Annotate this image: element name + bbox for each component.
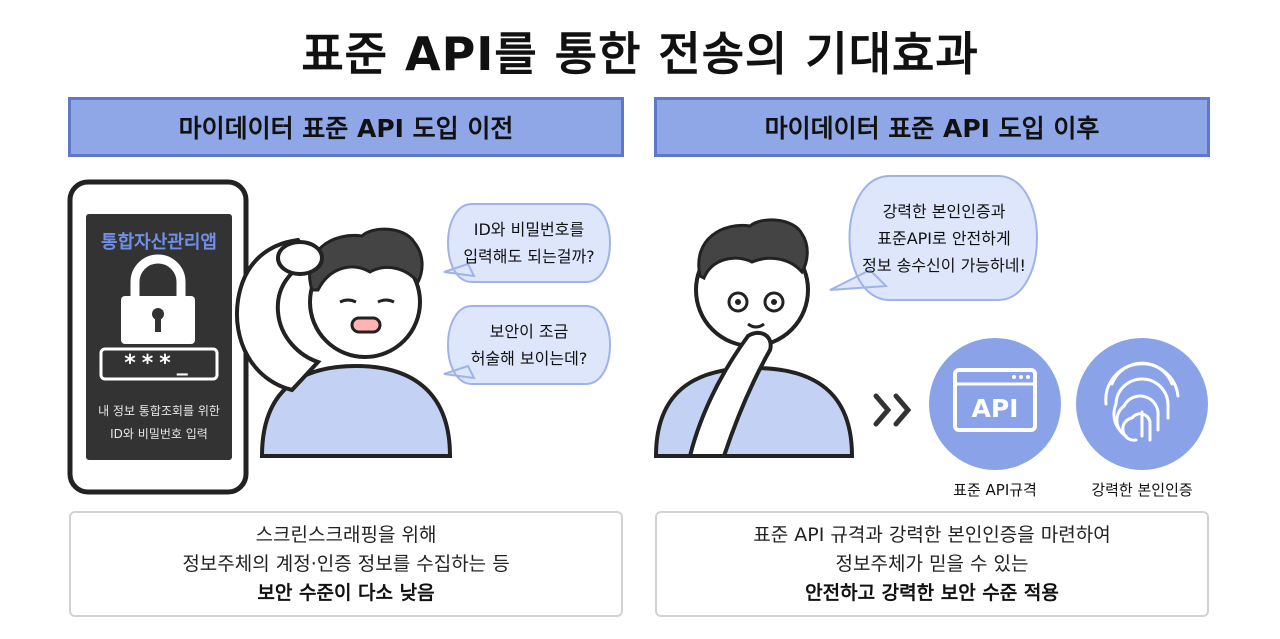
- bubble2-line1: 보안이 조금: [489, 322, 569, 341]
- speech-bubble-2: [443, 305, 611, 385]
- bubble3-line3: 정보 송수신이 가능하네!: [862, 256, 1026, 275]
- lock-icon: [121, 254, 195, 344]
- after-summary: 표준 API 규격과 강력한 본인인증을 마련하여 정보주체가 믿을 수 있는 …: [655, 511, 1209, 617]
- page-title: 표준 API를 통한 전송의 기대효과: [301, 27, 979, 81]
- illustration: [67, 175, 1208, 495]
- api-caption: 표준 API규격: [953, 481, 1037, 499]
- before-header: 마이데이터 표준 API 도입 이전: [68, 97, 624, 157]
- speech-bubble-1: [443, 203, 611, 283]
- speech-bubble-3-text: 강력한 본인인증과 표준API로 안전하게 정보 송수신이 가능하네!: [850, 198, 1038, 279]
- speech-bubble-3: [829, 175, 1038, 301]
- bubble1-line1: ID와 비밀번호를: [473, 220, 585, 239]
- phone: [67, 179, 249, 495]
- speech-bubble-1-text: ID와 비밀번호를 입력해도 되는걸까?: [456, 216, 602, 270]
- bubble3-line1: 강력한 본인인증과: [882, 202, 1006, 221]
- api-window-icon: [929, 338, 1061, 470]
- bubble1-line2: 입력해도 되는걸까?: [463, 247, 595, 266]
- after-header: 마이데이터 표준 API 도입 이후: [654, 97, 1210, 157]
- after-summary-line1: 표준 API 규격과 강력한 본인인증을 마련하여: [753, 523, 1111, 546]
- before-summary-line2: 정보주체의 계정·인증 정보를 수집하는 등: [182, 552, 510, 575]
- phone-caption: 내 정보 통합조회를 위한 ID와 비밀번호 입력: [86, 400, 232, 446]
- speech-bubble-2-text: 보안이 조금 허술해 보이는데?: [456, 318, 602, 372]
- double-chevron-right-icon: [873, 393, 912, 427]
- relieved-person: [653, 218, 855, 458]
- before-summary-line3: 보안 수준이 다소 낮음: [257, 581, 435, 604]
- api-icon-text: API: [971, 394, 1019, 423]
- before-summary-line1: 스크린스크래핑을 위해: [255, 523, 437, 546]
- phone-caption-line1: 내 정보 통합조회를 위한: [98, 404, 220, 418]
- app-name: 통합자산관리앱: [101, 232, 217, 253]
- after-summary-line2: 정보주체가 믿을 수 있는: [835, 552, 1029, 575]
- worried-person: [235, 227, 453, 458]
- bubble3-line2: 표준API로 안전하게: [877, 229, 1011, 248]
- fingerprint-icon: [1076, 338, 1208, 470]
- bubble2-line2: 허술해 보이는데?: [470, 349, 588, 368]
- password-mask: ***_: [124, 351, 194, 376]
- after-summary-line3: 안전하고 강력한 보안 수준 적용: [805, 581, 1059, 604]
- phone-caption-line2: ID와 비밀번호 입력: [110, 427, 208, 441]
- before-summary: 스크린스크래핑을 위해 정보주체의 계정·인증 정보를 수집하는 등 보안 수준…: [69, 511, 623, 617]
- fingerprint-caption: 강력한 본인인증: [1091, 481, 1193, 499]
